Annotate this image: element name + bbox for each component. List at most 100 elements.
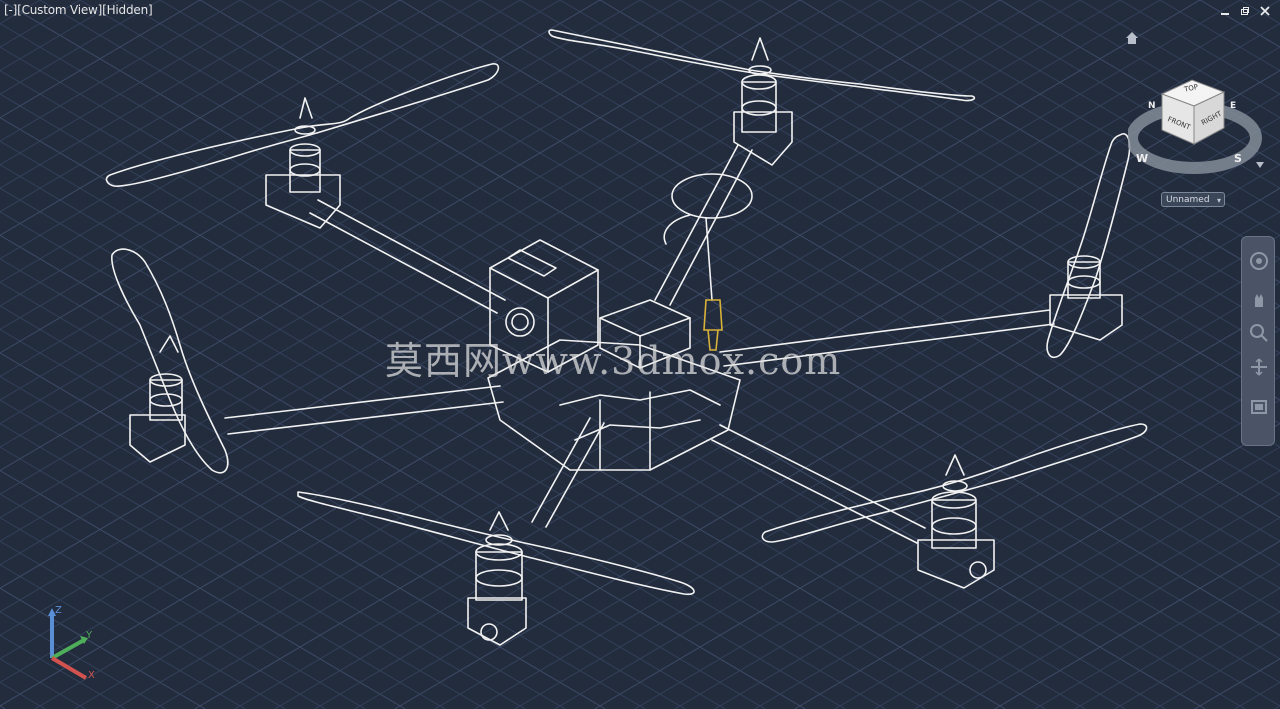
viewcube-menu-icon — [1256, 162, 1264, 168]
grid-line — [759, 0, 1280, 307]
minimize-icon[interactable] — [1218, 4, 1232, 18]
grid-line — [559, 0, 1280, 425]
watermark-text: 莫西网www.3dmox.com — [385, 339, 842, 383]
arm-front-right — [711, 424, 926, 544]
motor-5 — [467, 511, 527, 646]
ucs-z-label: Z — [55, 605, 62, 616]
grid-line — [354, 164, 1280, 709]
grid-line — [0, 587, 206, 709]
grid-line — [0, 117, 1006, 709]
ucs-y-label: Y — [85, 630, 93, 641]
grid-line — [839, 0, 1280, 260]
grid-line — [114, 22, 1280, 709]
grid-line — [0, 0, 1041, 613]
grid-line — [119, 0, 1280, 683]
grid-line — [0, 446, 446, 709]
arm-left — [224, 385, 504, 435]
propeller-6 — [761, 423, 1148, 543]
motor-4 — [1049, 255, 1123, 341]
grid-line — [0, 140, 966, 709]
grid-line — [954, 517, 1280, 709]
grid-line — [834, 446, 1280, 709]
compass-s-label: S — [1234, 152, 1242, 165]
steering-wheel-icon[interactable] — [1249, 251, 1269, 271]
grid-line — [399, 0, 1280, 519]
grid-line — [474, 234, 1280, 709]
propeller-5 — [297, 491, 695, 596]
grid-line — [319, 0, 1280, 566]
grid-line — [0, 211, 846, 709]
grid-line — [0, 0, 1121, 660]
restore-icon[interactable] — [1238, 4, 1252, 18]
grid-line — [239, 0, 1280, 613]
grid-line — [994, 540, 1280, 709]
grid-line — [0, 470, 406, 709]
compass-e-label: E — [1230, 101, 1236, 111]
chevron-down-icon: ▾ — [1216, 196, 1221, 205]
grid-line — [79, 0, 1280, 707]
grid-line — [0, 258, 766, 709]
grid-line — [0, 164, 926, 709]
grid-line — [0, 399, 526, 709]
grid-line — [394, 187, 1280, 709]
grid-line — [279, 0, 1280, 589]
grid-line — [599, 0, 1280, 401]
grid-line — [0, 0, 281, 166]
grid-line — [919, 0, 1280, 213]
grid-line — [754, 399, 1280, 709]
grid-line — [0, 0, 361, 213]
grid-line — [479, 0, 1280, 472]
viewport-controls-label[interactable]: [-][Custom View][Hidden] — [4, 3, 153, 17]
grid-line — [0, 22, 1166, 709]
grid-line — [799, 0, 1280, 283]
showmotion-icon[interactable] — [1249, 397, 1269, 417]
grid-line — [0, 0, 321, 189]
grid-line — [674, 352, 1280, 709]
grid-line — [714, 375, 1280, 709]
grid-line — [1034, 564, 1280, 709]
grid-line — [0, 0, 881, 519]
arm-back-right — [654, 144, 753, 306]
grid-line — [0, 93, 1046, 709]
grid-line — [554, 281, 1280, 709]
orbit-icon[interactable] — [1249, 357, 1269, 377]
grid-line — [0, 0, 1081, 636]
named-view-value: Unnamed — [1166, 195, 1210, 205]
grid-line — [0, 0, 641, 378]
grid-line — [0, 281, 726, 709]
grid-line — [0, 0, 1206, 709]
zoom-icon[interactable] — [1249, 323, 1269, 343]
grid-line — [514, 258, 1280, 709]
grid-line — [0, 517, 326, 709]
propeller-2 — [548, 29, 976, 102]
grid-line — [0, 0, 721, 425]
grid-line — [434, 211, 1280, 709]
grid-line — [0, 375, 566, 709]
pan-icon[interactable] — [1249, 289, 1269, 309]
flight-controller — [599, 299, 691, 369]
home-icon[interactable] — [1124, 30, 1140, 46]
grid-line — [0, 0, 1161, 683]
grid-line — [0, 493, 366, 709]
grid-line — [879, 0, 1280, 236]
grid-line — [74, 0, 1280, 709]
action-camera — [489, 239, 599, 373]
grid-line — [0, 0, 1001, 589]
grid-line — [0, 564, 246, 709]
grid-line — [0, 0, 561, 330]
grid-line — [0, 0, 1201, 707]
viewcube-top-label: TOP — [1182, 83, 1198, 94]
compass-n-label: N — [1148, 101, 1156, 111]
grid-line — [199, 0, 1280, 636]
grid-line — [159, 0, 1280, 660]
grid-line — [0, 0, 441, 260]
close-icon[interactable] — [1258, 4, 1272, 18]
viewcube[interactable]: TOP FRONT RIGHT W S N E — [1128, 66, 1272, 176]
grid-line — [34, 0, 1241, 709]
motor-2 — [733, 37, 793, 166]
named-view-dropdown[interactable]: Unnamed ▾ — [1161, 192, 1225, 207]
motor-6 — [917, 454, 995, 589]
